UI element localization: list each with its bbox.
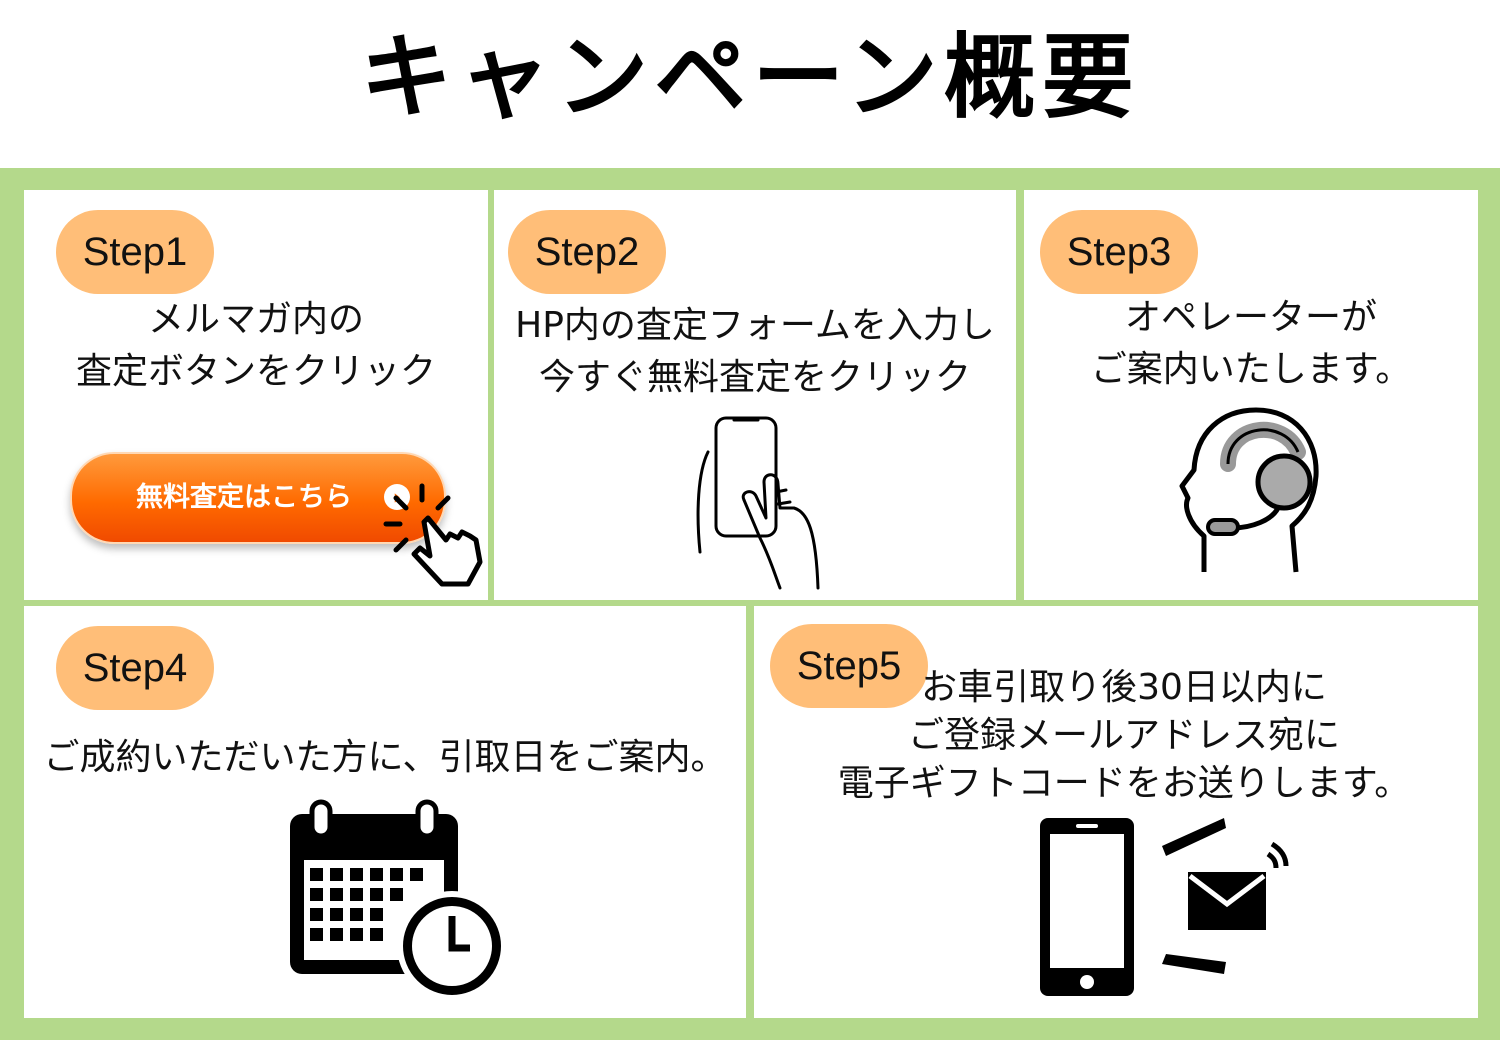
smartphone-hand-icon [696,416,820,590]
step2-line-2: 今すぐ無料査定をクリック [538,357,971,398]
step4-badge: Step4 [56,626,214,710]
step2-badge: Step2 [508,210,666,294]
steps-frame: Step1 メルマガ内の 査定ボタンをクリック 無料査定はこちら › Step2… [0,168,1500,1040]
step3-badge: Step3 [1040,210,1198,294]
phone-mail-icon [1040,818,1289,996]
step1-line-1: メルマガ内の [147,299,364,340]
step2-panel: Step2 HP内の査定フォームを入力し 今すぐ無料査定をクリック [494,190,1016,600]
step4-panel: Step4 ご成約いただいた方に、引取日をご案内。 [24,606,746,1018]
step3-description: オペレーターが ご案内いたします。 [1024,292,1478,396]
step1-line-2: 査定ボタンをクリック [75,351,436,392]
step2-description: HP内の査定フォームを入力し 今すぐ無料査定をクリック [494,300,1016,404]
step4-line-1: ご成約いただいた方に、引取日をご案内。 [43,737,727,778]
step5-line-3: 電子ギフトコードをお送りします。 [837,763,1411,804]
step3-panel: Step3 オペレーターが ご案内いたします。 [1024,190,1478,600]
calendar-clock-icon [290,799,507,1001]
click-hand-icon [383,483,483,587]
page-title: キャンペーン概要 [360,24,1140,131]
step1-panel: Step1 メルマガ内の 査定ボタンをクリック 無料査定はこちら › [24,190,488,600]
step2-line-1: HP内の査定フォームを入力し [515,305,995,346]
step5-line-2: ご登録メールアドレス宛に [907,715,1340,756]
step4-description: ご成約いただいた方に、引取日をご案内。 [24,732,746,784]
step1-description: メルマガ内の 査定ボタンをクリック [24,294,488,398]
free-appraisal-button[interactable]: 無料査定はこちら › [70,452,446,544]
free-appraisal-button-label: 無料査定はこちら [136,482,352,513]
step5-line-1: お車引取り後30日以内に [921,667,1327,708]
step3-line-1: オペレーターが [1124,297,1377,338]
operator-headset-icon [1179,407,1319,573]
step1-badge: Step1 [56,210,214,294]
step5-description: お車引取り後30日以内に ご登録メールアドレス宛に 電子ギフトコードをお送りしま… [814,664,1434,808]
step3-line-2: ご案内いたします。 [1090,349,1412,390]
step5-panel: Step5 お車引取り後30日以内に ご登録メールアドレス宛に 電子ギフトコード… [754,606,1478,1018]
step5-badge: Step5 [770,624,928,708]
